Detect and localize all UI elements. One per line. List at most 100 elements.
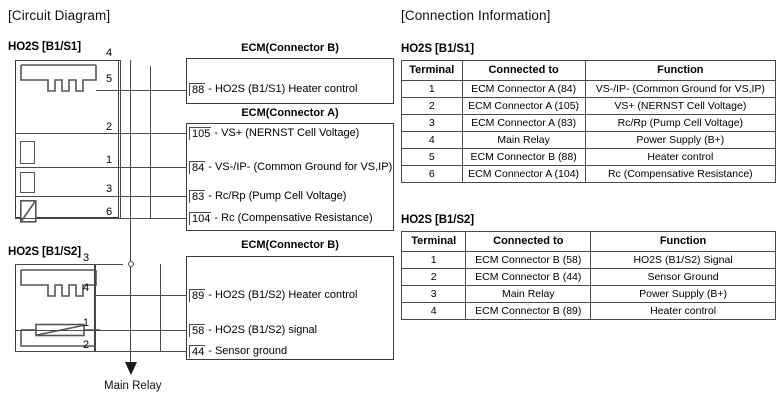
table-row: 3 ECM Connector A (83) Rc/Rp (Pump Cell … bbox=[401, 113, 776, 132]
table-row: 2 ECM Connector A (105) VS+ (NERNST Cell… bbox=[401, 96, 776, 115]
wire-s1-to-ecm-83 bbox=[120, 196, 186, 198]
table-1-r2-connected: Main Relay bbox=[465, 284, 592, 303]
wire-s1-to-ecm-84 bbox=[120, 167, 186, 169]
table-0-r3-function: Power Supply (B+) bbox=[584, 130, 776, 149]
table-0-header-row: Terminal Connected to Function bbox=[401, 60, 776, 81]
table-1-r1-function: Sensor Ground bbox=[590, 267, 776, 286]
sensor-s1-pin-5: 5 bbox=[106, 73, 113, 85]
connection-information-title: [Connection Information] bbox=[401, 8, 551, 23]
ecm-terminal-104: 104 - Rc (Compensative Resistance) bbox=[189, 212, 373, 225]
sensor-s2-heater-coil-icon bbox=[20, 269, 97, 297]
wire-s1-bus-inner bbox=[120, 60, 122, 218]
table-1-caption: HO2S [B1/S2] bbox=[401, 214, 474, 226]
sensor-s1-cell-1-icon bbox=[20, 141, 35, 164]
table-1-header-terminal: Terminal bbox=[400, 231, 467, 252]
ecm-box-2-title: ECM(Connector B) bbox=[241, 239, 339, 251]
table-0-caption: HO2S [B1/S1] bbox=[401, 43, 474, 55]
table-1-r0-terminal: 1 bbox=[400, 250, 467, 269]
ecm-terminal-58-text: - HO2S (B1/S2) signal bbox=[208, 324, 318, 336]
table-1-r2-terminal: 3 bbox=[400, 284, 467, 303]
table-row: 3 Main Relay Power Supply (B+) bbox=[400, 284, 776, 303]
table-0-r4-terminal: 5 bbox=[401, 147, 463, 166]
sensor-s2-pin-3: 3 bbox=[83, 252, 90, 264]
wire-s1-pin4-rail bbox=[15, 60, 121, 62]
ecm-connector-b-top-box bbox=[186, 58, 394, 104]
ecm-terminal-88-number: 88 bbox=[192, 84, 205, 96]
wire-s1-to-ecm-104 bbox=[120, 218, 186, 220]
table-1-r1-connected: ECM Connector B (44) bbox=[465, 267, 592, 286]
table-1-r3-connected: ECM Connector B (89) bbox=[465, 301, 592, 320]
table-row: 2 ECM Connector B (44) Sensor Ground bbox=[400, 267, 776, 286]
circuit-diagram-title: [Circuit Diagram] bbox=[8, 8, 111, 23]
table-0-r1-function: VS+ (NERNST Cell Voltage) bbox=[584, 96, 776, 115]
wire-s2-pin1-rail bbox=[15, 330, 123, 332]
connection-table-s2: Terminal Connected to Function 1 ECM Con… bbox=[400, 231, 776, 320]
table-1-header-row: Terminal Connected to Function bbox=[400, 231, 776, 252]
ecm-box-1-title: ECM(Connector A) bbox=[241, 107, 339, 119]
table-0-r0-terminal: 1 bbox=[401, 79, 463, 98]
table-1-header-connected: Connected to bbox=[465, 231, 592, 252]
table-1-header-function: Function bbox=[590, 231, 776, 252]
table-0-r0-connected: ECM Connector A (84) bbox=[461, 79, 586, 98]
ecm-terminal-105: 105 - VS+ (NERNST Cell Voltage) bbox=[189, 127, 359, 140]
ecm-terminal-84: 84 - VS-/IP- (Common Ground for VS,IP) bbox=[189, 161, 392, 174]
sensor-s1-cell-2-icon bbox=[20, 172, 35, 193]
ecm-terminal-105-text: - VS+ (NERNST Cell Voltage) bbox=[214, 127, 360, 139]
ecm-terminal-58-number: 58 bbox=[192, 325, 205, 337]
ecm-terminal-105-number: 105 bbox=[192, 128, 211, 140]
ecm-terminal-89-number: 89 bbox=[192, 290, 205, 302]
sensor-s2-pin-1: 1 bbox=[83, 317, 90, 329]
ecm-terminal-83-text: - Rc/Rp (Pump Cell Voltage) bbox=[208, 190, 347, 202]
ecm-terminal-44-number: 44 bbox=[192, 346, 205, 358]
ecm-box-0-title: ECM(Connector B) bbox=[241, 42, 339, 54]
ecm-terminal-83-number: 83 bbox=[192, 191, 205, 203]
table-0-r1-connected: ECM Connector A (105) bbox=[461, 96, 586, 115]
main-relay-label: Main Relay bbox=[104, 380, 162, 392]
sensor-s1-resistor-icon bbox=[20, 200, 37, 223]
wire-s2-pin3-rail bbox=[15, 264, 123, 266]
table-0-header-terminal: Terminal bbox=[401, 60, 463, 81]
wire-s2-bus-outer bbox=[160, 264, 162, 352]
ecm-terminal-44: 44 - Sensor ground bbox=[189, 345, 287, 358]
table-0-r3-connected: Main Relay bbox=[461, 130, 586, 149]
ecm-connector-a-box bbox=[186, 123, 394, 231]
connection-table-s1: Terminal Connected to Function 1 ECM Con… bbox=[401, 60, 776, 184]
ecm-terminal-83: 83 - Rc/Rp (Pump Cell Voltage) bbox=[189, 190, 346, 203]
ecm-terminal-44-text: - Sensor ground bbox=[208, 345, 288, 357]
wire-main-relay-trunk bbox=[130, 60, 132, 369]
table-row: 4 ECM Connector B (89) Heater control bbox=[400, 301, 776, 320]
table-0-header-connected: Connected to bbox=[461, 60, 586, 81]
table-0-r0-function: VS-/IP- (Common Ground for VS,IP) bbox=[584, 79, 776, 98]
sensor-s1-pin-2: 2 bbox=[106, 121, 113, 133]
table-row: 5 ECM Connector B (88) Heater control bbox=[401, 147, 776, 166]
ecm-connector-b-bottom-box bbox=[186, 256, 394, 360]
wire-s1-pin1-rail bbox=[15, 167, 121, 169]
wire-s1-to-ecm-88 bbox=[120, 90, 186, 92]
ecm-terminal-89: 89 - HO2S (B1/S2) Heater control bbox=[189, 289, 357, 302]
wire-s1-to-ecm-105 bbox=[120, 133, 186, 135]
sensor-s2-pin-4: 4 bbox=[83, 282, 90, 294]
table-1-r3-function: Heater control bbox=[590, 301, 776, 320]
sensor-s1-pin-1: 1 bbox=[106, 154, 113, 166]
table-1-r1-terminal: 2 bbox=[400, 267, 467, 286]
ecm-terminal-89-text: - HO2S (B1/S2) Heater control bbox=[208, 289, 358, 301]
table-row: 4 Main Relay Power Supply (B+) bbox=[401, 130, 776, 149]
table-1-r0-connected: ECM Connector B (58) bbox=[465, 250, 592, 269]
wire-s1-bus-outer bbox=[150, 66, 152, 218]
sensor-s1-pin-3: 3 bbox=[106, 183, 113, 195]
sensor-s1-pin-4: 4 bbox=[106, 47, 113, 59]
table-row: 1 ECM Connector B (58) HO2S (B1/S2) Sign… bbox=[400, 250, 776, 269]
table-0-r3-terminal: 4 bbox=[401, 130, 463, 149]
wire-s1-pin2-rail bbox=[15, 133, 121, 135]
wire-s2-to-ecm-89 bbox=[95, 295, 186, 297]
table-1-r0-function: HO2S (B1/S2) Signal bbox=[590, 250, 776, 269]
table-0-r2-terminal: 3 bbox=[401, 113, 463, 132]
table-0-r5-function: Rc (Compensative Resistance) bbox=[584, 164, 776, 184]
sensor-s1-label: HO2S [B1/S1] bbox=[8, 41, 81, 53]
sensor-s2-pin-2: 2 bbox=[83, 339, 90, 351]
ecm-terminal-104-text: - Rc (Compensative Resistance) bbox=[214, 212, 373, 224]
ecm-terminal-88: 88 - HO2S (B1/S1) Heater control bbox=[189, 83, 357, 96]
wire-s2-bus-inner bbox=[95, 264, 97, 352]
wire-s2-to-ecm-44 bbox=[95, 351, 186, 353]
sensor-s2-label: HO2S [B1/S2] bbox=[8, 246, 81, 258]
